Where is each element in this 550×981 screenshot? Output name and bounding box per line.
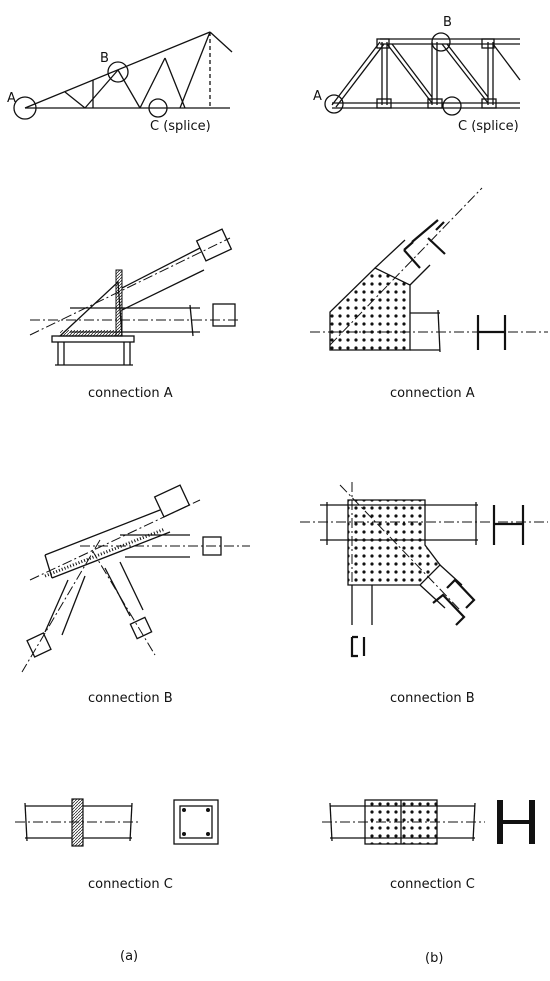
truss-overview-b: A B C (splice) [313,15,521,134]
caption-b-connection-a: connection A [390,386,475,401]
bolted-connection-c: connection C [322,799,535,892]
caption-a-connection-c: connection C [88,877,173,892]
bolted-connection-b: connection B [300,482,548,706]
caption-b-connection-b: connection B [390,691,475,706]
label-b: B [100,51,109,66]
panel-label-a: (a) [120,949,138,964]
caption-b-connection-c: connection C [390,877,475,892]
welded-connection-b: connection B [21,484,250,706]
marker-c-circle-b [442,96,462,116]
marker-a-circle-b [324,94,344,114]
caption-a-connection-b: connection B [88,691,173,706]
panel-label-b: (b) [425,951,443,966]
label-a-b: A [313,89,322,104]
label-c: C (splice) [150,119,211,134]
welded-connection-c: connection C [15,798,219,892]
marker-b-circle-b [431,32,451,52]
bolted-connection-a: connection A [310,187,548,401]
welded-connection-a: connection A [29,228,240,401]
marker-c-circle [148,98,168,118]
marker-b-circle [107,61,129,83]
label-a: A [7,91,16,106]
caption-a-connection-a: connection A [88,386,173,401]
label-c-b: C (splice) [458,119,519,134]
label-b-b: B [443,15,452,30]
marker-a-circle [13,96,37,120]
truss-overview-a: A B C (splice) [7,31,233,134]
